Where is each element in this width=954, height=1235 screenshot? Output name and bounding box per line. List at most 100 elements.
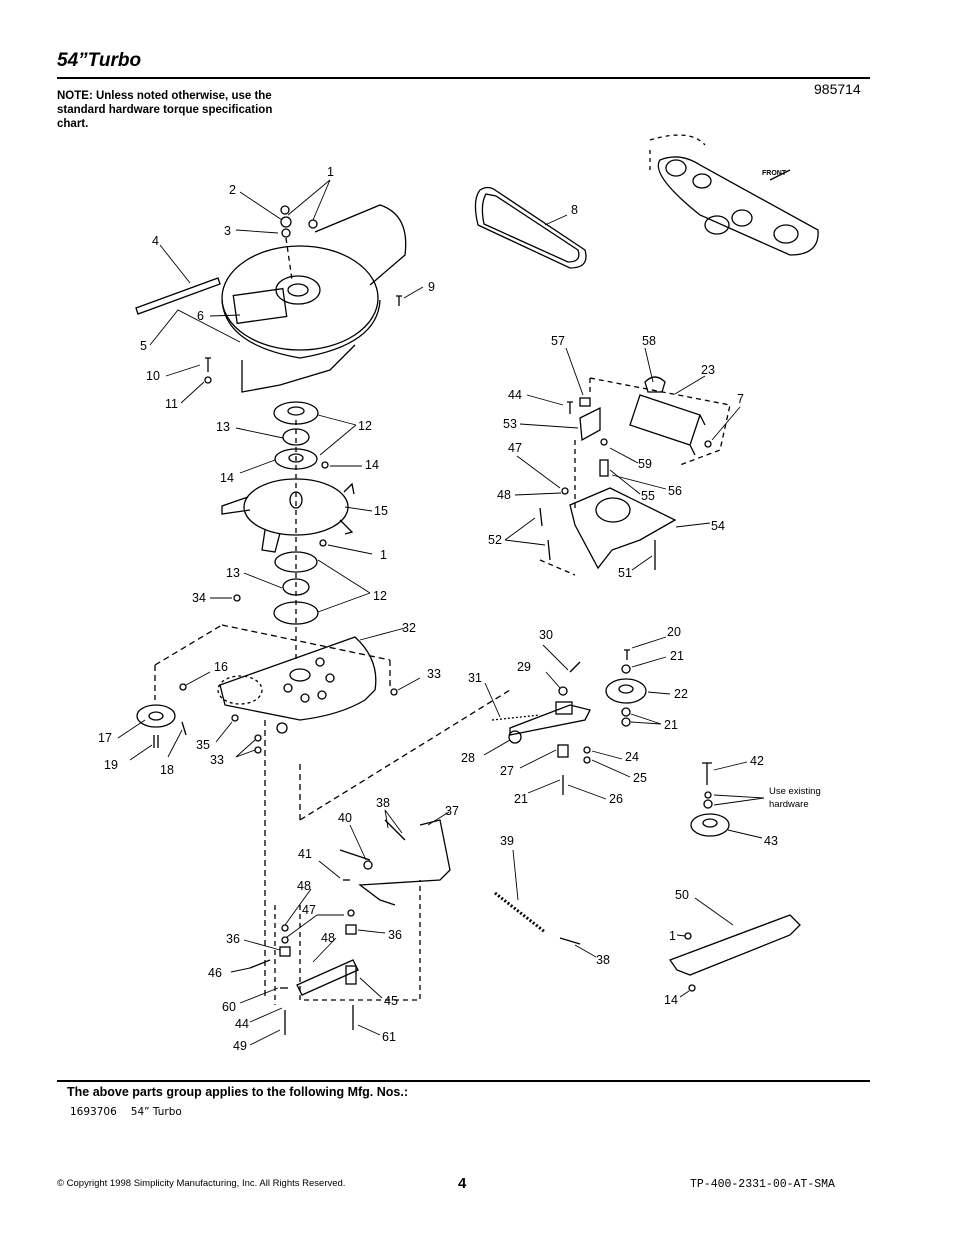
mfg-number-row: 1693706 54” Turbo	[70, 1106, 196, 1118]
callout-25: 25	[633, 771, 647, 785]
copyright: © Copyright 1998 Simplicity Manufacturin…	[57, 1178, 346, 1189]
use-existing-label-1: Use existing	[769, 786, 821, 797]
callout-37: 37	[445, 804, 459, 818]
callout-33a: 33	[427, 667, 441, 681]
callout-5: 5	[140, 339, 147, 353]
callout-40: 40	[338, 811, 352, 825]
footer-rule	[57, 1080, 870, 1082]
callout-13b: 13	[226, 566, 240, 580]
callout-13a: 13	[216, 420, 230, 434]
callout-47b: 47	[302, 903, 316, 917]
blower-housing-side	[221, 299, 381, 359]
callout-42: 42	[750, 754, 764, 768]
callout-32: 32	[402, 621, 416, 635]
callout-15: 15	[374, 504, 388, 518]
callout-49: 49	[233, 1039, 247, 1053]
callout-34: 34	[192, 591, 206, 605]
hub-lower	[274, 551, 318, 573]
blower-strip	[135, 277, 221, 315]
drive-belt	[474, 186, 587, 269]
callout-54: 54	[711, 519, 725, 533]
cover-plate	[629, 394, 706, 456]
callout-28: 28	[461, 751, 475, 765]
mount-bracket-54	[569, 487, 677, 570]
blower-chute	[314, 204, 407, 286]
callout-41: 41	[298, 847, 312, 861]
callout-16: 16	[214, 660, 228, 674]
callout-35: 35	[196, 738, 210, 752]
callout-51: 51	[618, 566, 632, 580]
callout-39: 39	[500, 834, 514, 848]
callout-1a: 1	[327, 165, 334, 179]
callout-33b: 33	[210, 753, 224, 767]
spring-39	[494, 891, 546, 934]
callout-29: 29	[517, 660, 531, 674]
callout-36a: 36	[388, 928, 402, 942]
impeller-blades	[221, 482, 355, 553]
callout-10: 10	[146, 369, 160, 383]
callout-52: 52	[488, 533, 502, 547]
callout-2: 2	[229, 183, 236, 197]
callout-38b: 38	[596, 953, 610, 967]
callout-24: 24	[625, 750, 639, 764]
callout-26: 26	[609, 792, 623, 806]
applies-to-heading: The above parts group applies to the fol…	[67, 1085, 408, 1099]
callout-43: 43	[764, 834, 778, 848]
bracket-50	[668, 914, 801, 976]
knob	[644, 376, 666, 393]
housing-base	[241, 344, 356, 393]
callout-60: 60	[222, 1000, 236, 1014]
callout-14a: 14	[220, 471, 234, 485]
callout-6: 6	[197, 309, 204, 323]
callout-47a: 47	[508, 441, 522, 455]
callout-50: 50	[675, 888, 689, 902]
housing-decal	[232, 287, 288, 325]
callout-36b: 36	[226, 932, 240, 946]
blower-housing-top	[221, 245, 379, 351]
link-plate	[296, 959, 359, 996]
callout-56: 56	[668, 484, 682, 498]
callout-1b: 1	[380, 548, 387, 562]
front-label: FRONT	[762, 170, 787, 177]
lift-rod-37	[358, 819, 451, 906]
callout-4: 4	[152, 234, 159, 248]
callout-48b: 48	[297, 879, 311, 893]
callout-14c: 14	[664, 993, 678, 1007]
mfg-number: 1693706	[70, 1106, 117, 1118]
diagram-number: 985714	[814, 81, 861, 97]
mount-plate	[219, 636, 377, 721]
callout-7: 7	[737, 392, 744, 406]
belt-routing-outline	[657, 156, 819, 256]
callout-44a: 44	[508, 388, 522, 402]
callout-30: 30	[539, 628, 553, 642]
callout-11: 11	[165, 397, 178, 411]
callout-31: 31	[468, 671, 482, 685]
callout-8: 8	[571, 203, 578, 217]
callout-18: 18	[160, 763, 174, 777]
torque-note: NOTE: Unless noted otherwise, use the st…	[57, 90, 273, 130]
callout-45: 45	[384, 994, 398, 1008]
callout-14b: 14	[365, 458, 379, 472]
idler-pulley-22	[605, 678, 647, 704]
callout-9: 9	[428, 280, 435, 294]
callout-57: 57	[551, 334, 565, 348]
callout-22: 22	[674, 687, 688, 701]
use-existing-label-2: hardware	[769, 799, 809, 810]
spring-31	[491, 714, 541, 721]
mfg-name: 54” Turbo	[130, 1106, 182, 1118]
callout-27: 27	[500, 764, 514, 778]
callout-3: 3	[224, 224, 231, 238]
callout-44b: 44	[235, 1017, 249, 1031]
idler-pulley-left	[136, 704, 176, 728]
callout-59: 59	[638, 457, 652, 471]
callout-1c: 1	[669, 929, 676, 943]
bracket-53	[579, 406, 601, 442]
idler-arm	[509, 704, 591, 736]
callout-55: 55	[641, 489, 655, 503]
page-title: 54”Turbo	[57, 50, 142, 71]
callout-61: 61	[382, 1030, 396, 1044]
callout-48a: 48	[497, 488, 511, 502]
document-id: TP-400-2331-00-AT-SMA	[690, 1178, 835, 1191]
callout-20: 20	[667, 625, 681, 639]
callout-46: 46	[208, 966, 222, 980]
